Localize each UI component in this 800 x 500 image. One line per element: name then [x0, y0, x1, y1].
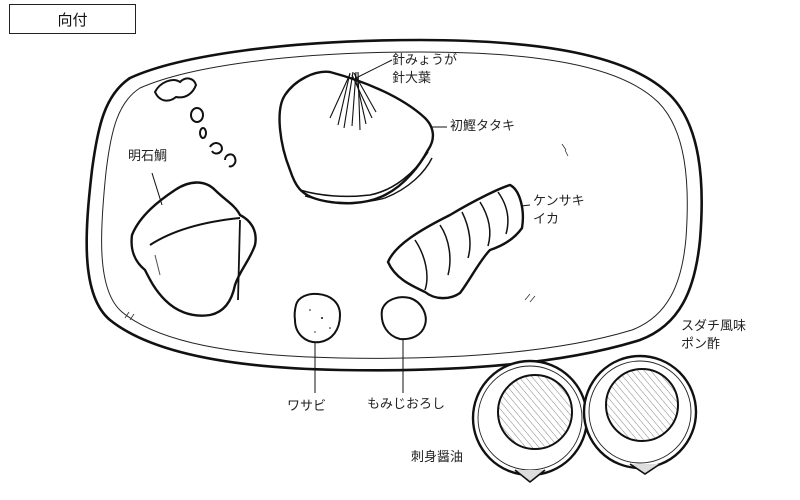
akashi-tai-drawing — [130, 181, 257, 317]
label-ika: イカ — [533, 212, 560, 227]
wasabi-drawing — [293, 292, 342, 344]
label-sudachi-fumi: スダチ風味 — [681, 319, 747, 334]
label-kensaki-ika: ケンサキ イカ — [533, 193, 585, 229]
shoyu-dish — [471, 359, 589, 484]
label-wasabi: ワサビ — [287, 399, 327, 414]
title-box: 向付 — [9, 4, 136, 34]
momiji-oroshi-drawing — [380, 296, 427, 341]
label-hari-ooba: 針大葉 — [392, 71, 432, 86]
tai-leader — [151, 172, 163, 206]
katsuo-tataki-drawing — [278, 70, 435, 205]
ika-leader — [520, 204, 531, 207]
label-akashi-tai: 明石鯛 — [128, 149, 168, 164]
plate-outer-rim — [85, 38, 703, 372]
label-momiji-oroshi: もみじおろし — [367, 397, 446, 412]
label-kensaki: ケンサキ — [533, 194, 585, 209]
label-katsuo-tataki: 初鰹タタキ — [450, 119, 516, 134]
kensaki-ika-drawing — [386, 183, 524, 300]
label-hari-myoga: 針みょうが — [392, 53, 458, 68]
title-text: 向付 — [57, 10, 88, 29]
label-sashimi-shoyu: 刺身醤油 — [411, 450, 464, 465]
plate — [85, 38, 703, 372]
garnish-leader — [355, 59, 393, 79]
label-ponzu: スダチ風味 ポン酢 — [681, 318, 746, 354]
ponzu-dish — [582, 354, 698, 475]
plate-inner-rim — [101, 51, 688, 359]
label-garnish: 針みょうが 針大葉 — [392, 52, 457, 88]
label-ponzu-text: ポン酢 — [681, 337, 721, 352]
